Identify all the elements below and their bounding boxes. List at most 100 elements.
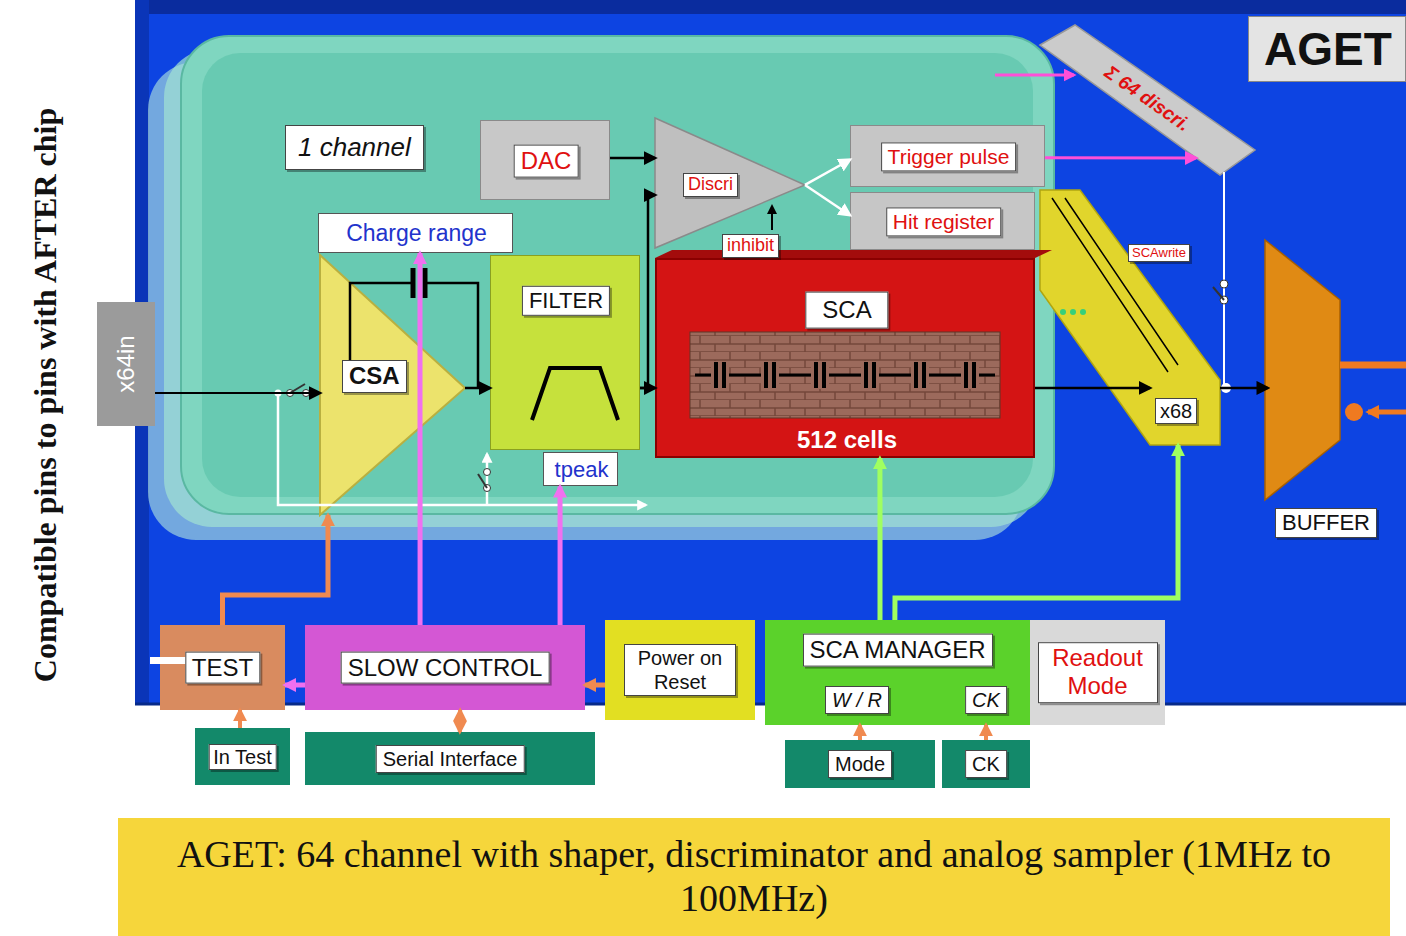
connector — [984, 725, 988, 740]
buffer-amplifier: BUFFER — [1265, 240, 1400, 540]
sca-bus — [695, 374, 995, 377]
bypass-wire — [278, 393, 646, 505]
slow-control-box: SLOW CONTROL — [305, 625, 585, 710]
node-text: AGET — [1264, 22, 1392, 77]
trigger-input-arrow — [995, 74, 1074, 77]
node-text: FILTER — [522, 286, 610, 316]
node-text: SCA MANAGER — [802, 634, 992, 667]
channel-dots — [1080, 309, 1086, 315]
pin-block: In Test — [195, 728, 290, 785]
node-text: Power on Reset — [624, 644, 736, 696]
node-text: SLOW CONTROL — [341, 651, 550, 684]
readout-mode-box: Readout Mode — [1030, 620, 1165, 725]
node-text: DAC — [514, 145, 579, 178]
sca-cell-array — [690, 332, 1000, 418]
node-text: Trigger pulse — [881, 142, 1017, 171]
node-text: SCA — [805, 292, 888, 329]
multiplexer-band-outline — [1040, 190, 1220, 445]
scawrite-switch — [1213, 287, 1224, 300]
sca-capacitor — [761, 361, 779, 389]
scawrite-switch — [1220, 280, 1228, 288]
channel-dots — [1060, 309, 1066, 315]
connector — [858, 725, 862, 740]
sca-capacitor — [961, 361, 979, 389]
scawrite-switch — [1213, 280, 1228, 304]
connector — [805, 185, 850, 215]
hit-register-box: Hit register — [850, 192, 1035, 250]
node-text: CK — [965, 686, 1007, 714]
channel-copy — [164, 49, 1039, 527]
connector — [558, 486, 563, 625]
discriminator-sum-bar-outline — [1040, 25, 1255, 175]
caption-band: AGET: 64 channel with shaper, discrimina… — [118, 818, 1390, 936]
test-box: TEST — [160, 625, 285, 710]
bandpass-symbol — [532, 368, 618, 420]
node-text: Charge range — [346, 220, 487, 248]
connector — [1045, 156, 1196, 159]
feedback-wire — [350, 283, 478, 393]
discriminator-triangle: Discri — [655, 118, 805, 248]
signal-name: SCAwrite — [1128, 244, 1190, 262]
pin-block: CK — [942, 740, 1030, 788]
connector — [223, 515, 329, 625]
node-text: TEST — [185, 651, 260, 684]
node-text: Hit register — [886, 207, 1002, 236]
connector — [285, 683, 305, 688]
connector — [640, 195, 655, 388]
chip-body — [135, 0, 1406, 705]
bypass-switch — [478, 474, 487, 488]
buffer-output — [1340, 362, 1406, 369]
buffer-amplifier-outline — [1265, 240, 1340, 500]
connector — [1035, 387, 1150, 390]
tpeak-box: tpeak — [543, 452, 618, 486]
connector — [877, 458, 882, 620]
buffer-input — [1368, 410, 1406, 415]
sca-capacitor — [811, 361, 829, 389]
pin-block: Mode — [785, 740, 935, 788]
chip-edge — [135, 0, 1406, 14]
dac-box: DAC — [480, 120, 610, 200]
input-switch — [290, 384, 305, 393]
channel-region: 1 channelDACDiscriTrigger pulseHit regis… — [180, 35, 1055, 515]
buffer-input-dot — [1345, 403, 1363, 421]
connector — [458, 710, 462, 732]
multiplexer-band: x68 — [1040, 190, 1220, 445]
filter-box: FILTER — [490, 255, 640, 450]
discri-bus — [1052, 198, 1178, 372]
sca-capacitor — [911, 361, 929, 389]
buffer-amplifier-outline — [1265, 240, 1400, 540]
chip-name-box: AGET — [1248, 16, 1406, 82]
side-note: Compatible pins to pins with AFTER chip — [26, 108, 64, 682]
node-text: x68 — [1155, 398, 1197, 424]
pin-block: Serial Interface — [305, 732, 595, 785]
node-text: CSA — [342, 360, 407, 393]
trigger-pulse-box: Trigger pulse — [850, 125, 1045, 187]
connector — [585, 683, 605, 688]
inhibit-arrow — [771, 206, 773, 230]
channel-region-outline — [181, 36, 1054, 514]
caption: AGET: 64 channel with shaper, discrimina… — [164, 833, 1344, 920]
node-text: CK — [965, 750, 1007, 778]
sca-capacitor — [861, 361, 879, 389]
sca-capacitor — [711, 361, 979, 389]
connector — [155, 392, 320, 394]
connector — [1220, 387, 1268, 390]
node-text: Discri — [683, 173, 738, 197]
node-text: tpeak — [555, 457, 609, 483]
node-text: W / R — [825, 686, 889, 714]
node-text: In Test — [208, 744, 277, 770]
sca-capacitor — [711, 361, 729, 389]
node-text: x64in — [112, 335, 141, 392]
test-highlight — [150, 657, 188, 664]
connector — [805, 160, 850, 185]
connector — [238, 710, 242, 728]
reset-box: Power on Reset — [605, 620, 755, 720]
connector — [895, 445, 1178, 620]
discriminator-triangle-outline — [655, 118, 805, 248]
signal-name: inhibit — [722, 234, 779, 258]
discriminator-sum-bar: Σ 64 discri. — [1040, 25, 1255, 185]
connector — [465, 387, 490, 390]
node-text: 512 cells — [797, 426, 897, 455]
